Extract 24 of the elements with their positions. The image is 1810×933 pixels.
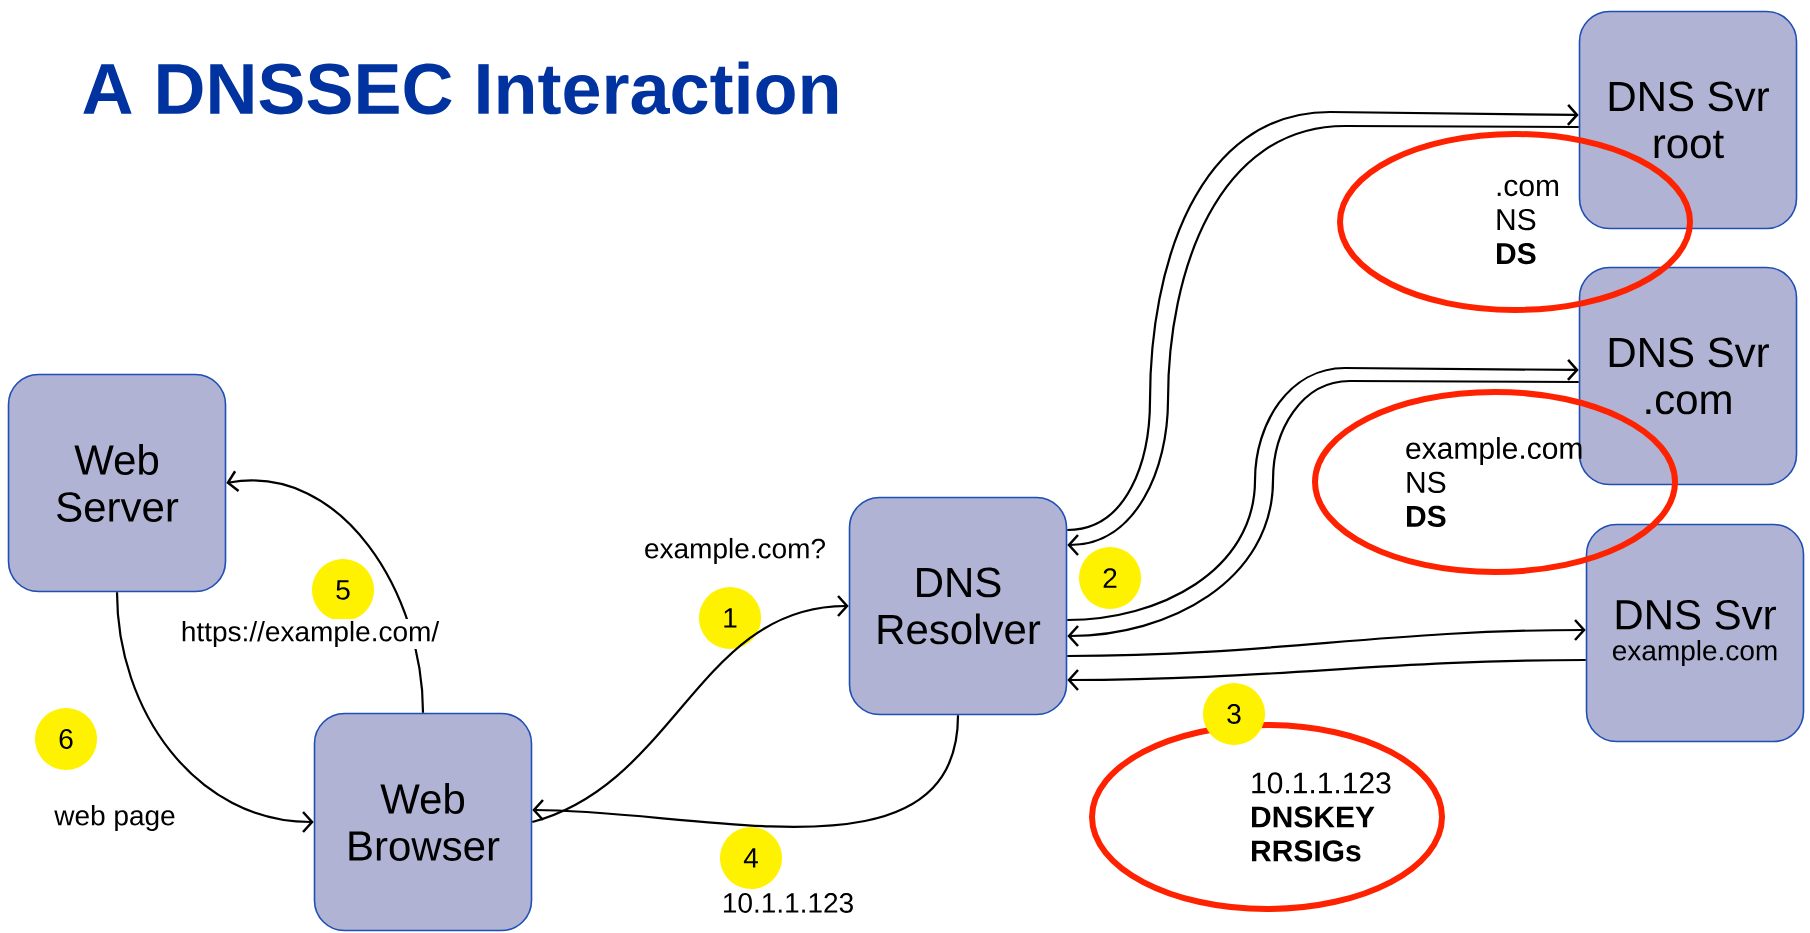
edge-label: example.com? <box>641 535 829 567</box>
step-number: 5 <box>312 559 374 621</box>
edge-label: 10.1.1.123 <box>719 891 857 915</box>
arrow <box>1067 359 1579 622</box>
step-number: 2 <box>1079 547 1141 609</box>
step-number: 3 <box>1203 683 1265 745</box>
arrow <box>1067 619 1586 658</box>
server-box: DNS Svr example.com <box>1585 523 1805 743</box>
server-box: DNS Svr root <box>1578 10 1798 230</box>
arrow <box>531 595 849 823</box>
step-number: 4 <box>720 827 782 889</box>
edge-label: https://example.com/ <box>178 618 442 650</box>
step-number: 6 <box>35 708 97 770</box>
server-box: Web Browser <box>313 712 533 932</box>
arrow <box>115 592 314 833</box>
server-box: Web Server <box>7 373 227 593</box>
arrow <box>532 715 960 828</box>
title: A DNSSEC Interaction <box>83 61 838 115</box>
arrow <box>226 470 425 713</box>
arrow <box>1067 658 1586 691</box>
step-number: 1 <box>699 587 761 649</box>
arrow <box>1067 379 1579 647</box>
server-box: DNS Resolver <box>848 496 1068 716</box>
edge-label: web page <box>52 802 178 834</box>
